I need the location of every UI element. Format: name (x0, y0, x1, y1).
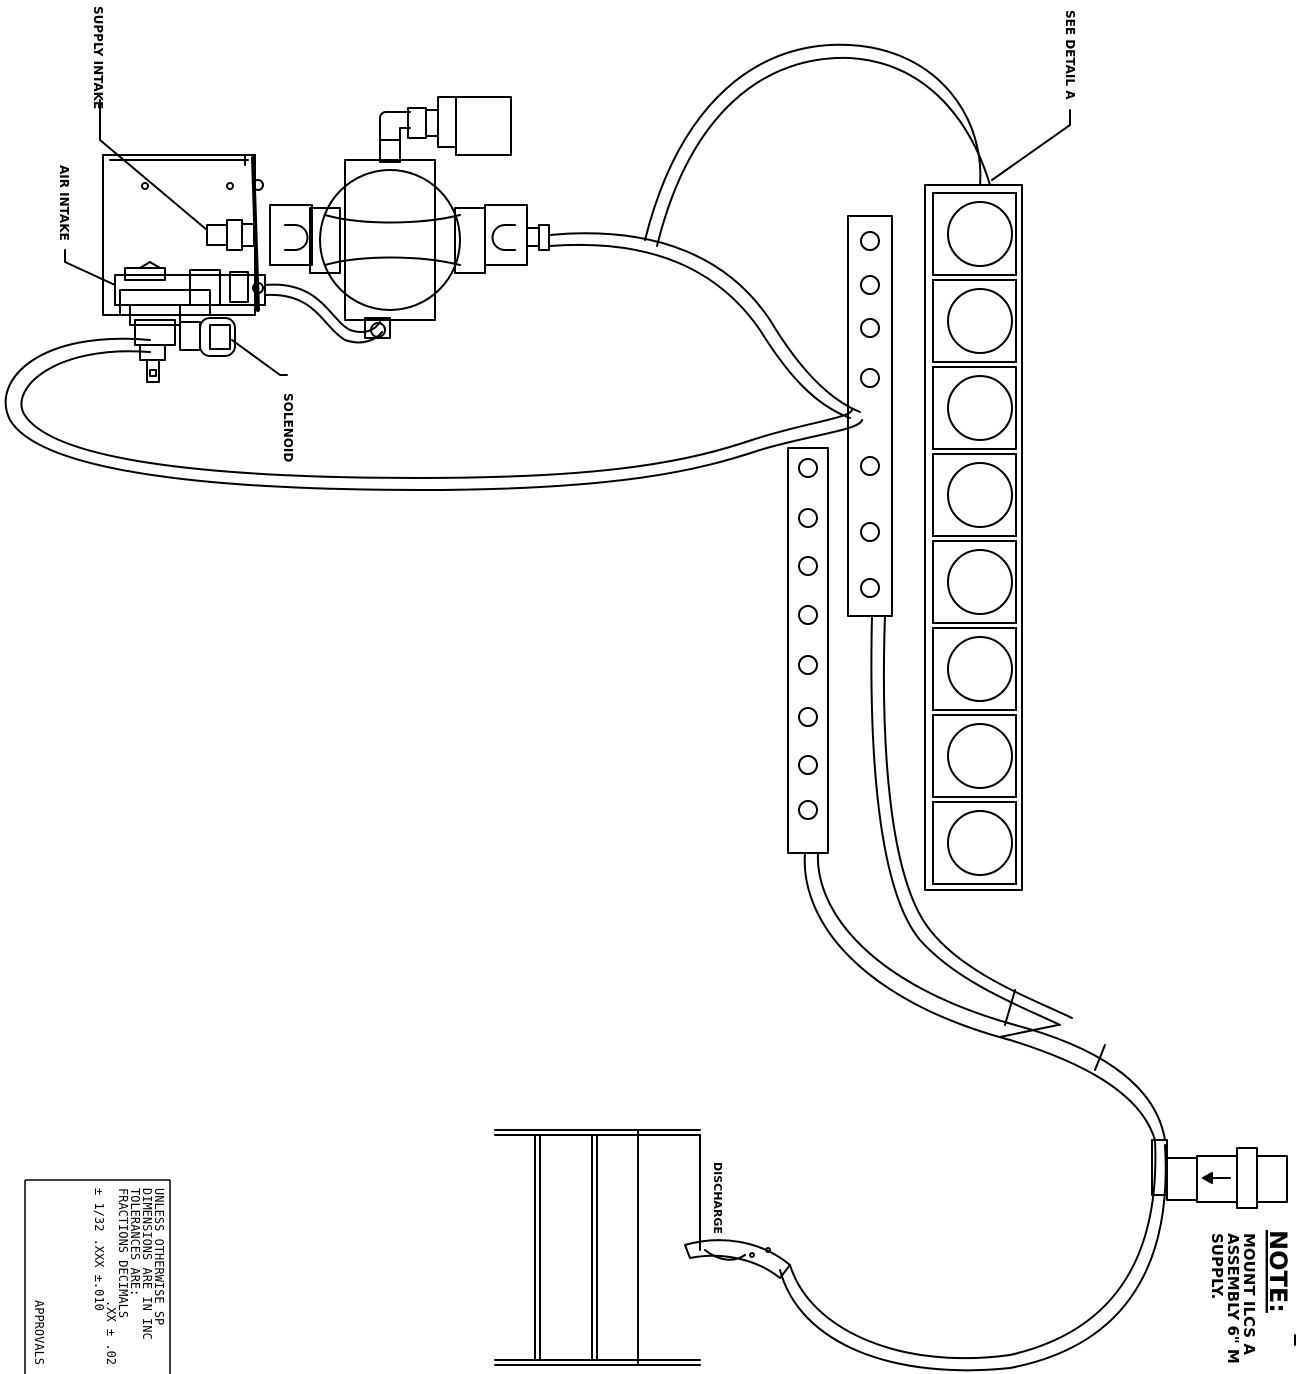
detail-a-manifold (924, 184, 1023, 891)
title-block: UNLESS OTHERWISE SP DIMENSIONS ARE IN IN… (24, 1179, 171, 1374)
pump-outlet-hose (549, 232, 861, 419)
air-supply-hose (4, 337, 863, 491)
discharge-nozzle (684, 1239, 791, 1279)
title-block-line-4: FRACTIONS DECIMALS (116, 1188, 130, 1318)
note-block: NOTE: MOUNT ILCS A ASSEMBLY 6" M SUPPLY. (1208, 1230, 1292, 1364)
pump-top-cylinder (379, 96, 512, 156)
air-intake-label: AIR INTAKE (57, 165, 71, 241)
manifold-cells (932, 192, 1017, 885)
supply-intake-label: SUPPLY INTAKE (91, 6, 105, 109)
supply-intake-fitting (206, 219, 255, 251)
title-block-line-1: UNLESS OTHERWISE SP (152, 1188, 166, 1325)
note-heading: NOTE: (1264, 1230, 1292, 1313)
see-detail-a-label: SEE DETAIL A (1063, 10, 1077, 100)
discharge-label: DISCHARGE (711, 1162, 724, 1234)
title-block-line-6: ± 1/32 .XXX ±.010 (92, 1188, 106, 1311)
solenoid-label: SOLENOID (281, 393, 295, 462)
manifold-drop-hoses (803, 615, 1166, 1141)
note-line-1: MOUNT ILCS A (1240, 1233, 1258, 1355)
middle-manifold-bar (847, 215, 893, 617)
inlet-fitting (1166, 1147, 1288, 1209)
title-block-line-3: TOLERANCES ARE: (128, 1188, 142, 1296)
left-manifold-bar (787, 447, 829, 854)
small-return-hose (264, 283, 381, 333)
middle-bar-ports (860, 231, 880, 598)
discharge-container (494, 1129, 701, 1366)
left-bar-ports (798, 458, 818, 820)
approvals-label: APPROVALS (32, 1300, 46, 1365)
diaphragm-pump (269, 139, 550, 339)
title-block-line-2: DIMENSIONS ARE IN INC (140, 1188, 154, 1340)
leader-lines (64, 99, 1296, 1346)
title-block-line-5: .XX ± .02 (104, 1300, 118, 1365)
note-line-3: SUPPLY. (1208, 1233, 1226, 1299)
solenoid-valve (114, 261, 266, 383)
discharge-hose (779, 1139, 1168, 1372)
note-line-2: ASSEMBLY 6" M (1224, 1233, 1242, 1364)
detail-a-hose (644, 43, 991, 247)
